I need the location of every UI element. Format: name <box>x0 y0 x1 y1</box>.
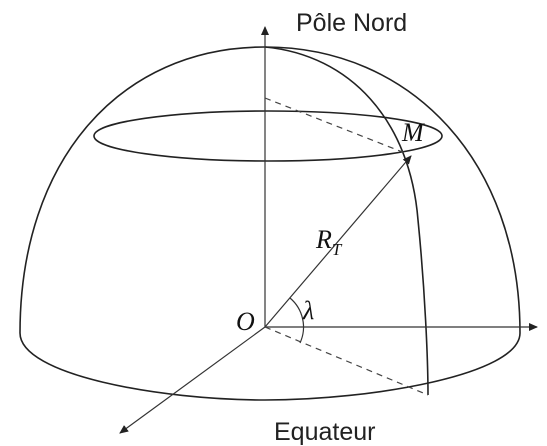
equator-front <box>19 332 521 401</box>
meridian-arc <box>264 46 429 396</box>
hemisphere-dome <box>19 46 521 334</box>
latitude-angle-arc <box>289 297 305 344</box>
dashed-parallel-radius <box>264 97 406 154</box>
radius-label: RT <box>315 225 343 259</box>
origin-label: O <box>236 307 255 336</box>
radius-vector <box>264 155 412 328</box>
y-axis <box>119 326 266 434</box>
equator-label: Equateur <box>274 418 375 446</box>
latitude-circle <box>93 110 443 162</box>
latitude-angle-label: λ <box>302 296 314 325</box>
point-m-label: M <box>401 118 425 147</box>
north-pole-label: Pôle Nord <box>296 9 407 37</box>
dashed-equator-projection <box>264 326 429 396</box>
